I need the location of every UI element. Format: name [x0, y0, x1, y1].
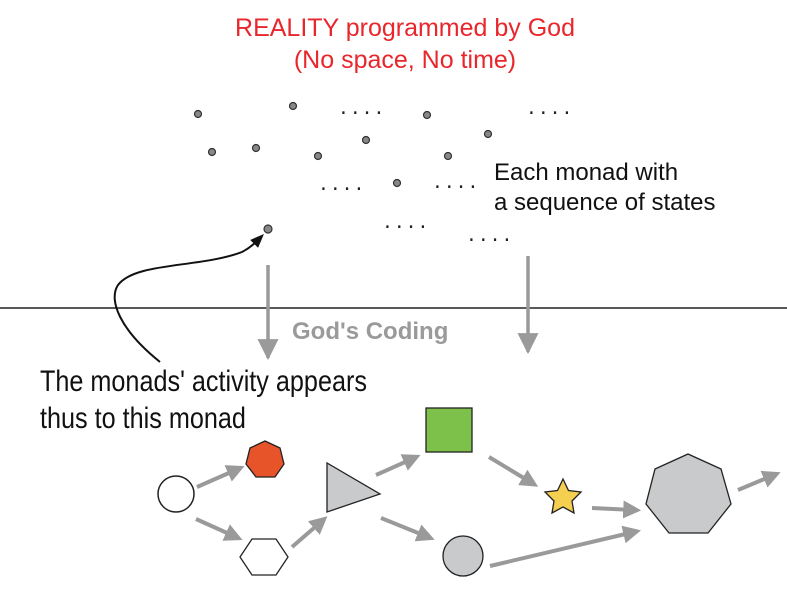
monad-dot [443, 151, 453, 161]
monad-dots [193, 101, 493, 234]
arrow [375, 454, 421, 477]
arrow [737, 470, 781, 492]
monad-dot [483, 129, 493, 139]
gray-heptagon [645, 453, 732, 534]
ellipsis: .... [432, 172, 480, 193]
title-line-1: REALITY programmed by God [235, 14, 575, 42]
title-line-2: (No space, No time) [293, 46, 517, 74]
monad-dot [193, 109, 203, 119]
monad-dot [207, 147, 217, 157]
monad-dot [288, 101, 298, 111]
monad-dot [422, 110, 432, 120]
observer-monad-dot [263, 224, 273, 234]
ellipsis: .... [338, 98, 386, 119]
ellipsis: .... [382, 212, 430, 233]
arrow [380, 516, 435, 542]
monad-dot [251, 143, 261, 153]
connection-arrows [195, 454, 781, 568]
arrow [196, 465, 245, 489]
ellipsis: .... [466, 225, 514, 246]
pointer-arrow [113, 234, 264, 363]
monad-dot [361, 135, 371, 145]
gray-triangle [326, 461, 382, 513]
activity-note-line-1: The monads' activity appears [40, 365, 367, 398]
arrow [591, 500, 642, 519]
white-circle [157, 475, 195, 513]
ellipsis: .... [526, 98, 574, 119]
gray-circle [442, 535, 484, 577]
monad-dot [392, 178, 402, 188]
orange-heptagon [245, 440, 285, 478]
monad-note-line-1: Each monad with [494, 159, 679, 186]
coding-label: God's Coding [292, 318, 449, 345]
arrow [195, 517, 243, 541]
white-hexagon [239, 538, 289, 576]
green-square [425, 407, 473, 453]
arrow [489, 525, 642, 568]
monad-note-line-2: a sequence of states [494, 189, 716, 216]
monad-note: Each monad with a sequence of states [494, 158, 715, 218]
activity-note: The monads' activity appears thus to thi… [40, 363, 367, 437]
yellow-star [543, 477, 583, 515]
activity-note-line-2: thus to this monad [40, 402, 246, 435]
monad-dot [313, 151, 323, 161]
arrow [290, 516, 328, 549]
ellipsis: .... [318, 174, 366, 195]
arrow [487, 455, 539, 487]
